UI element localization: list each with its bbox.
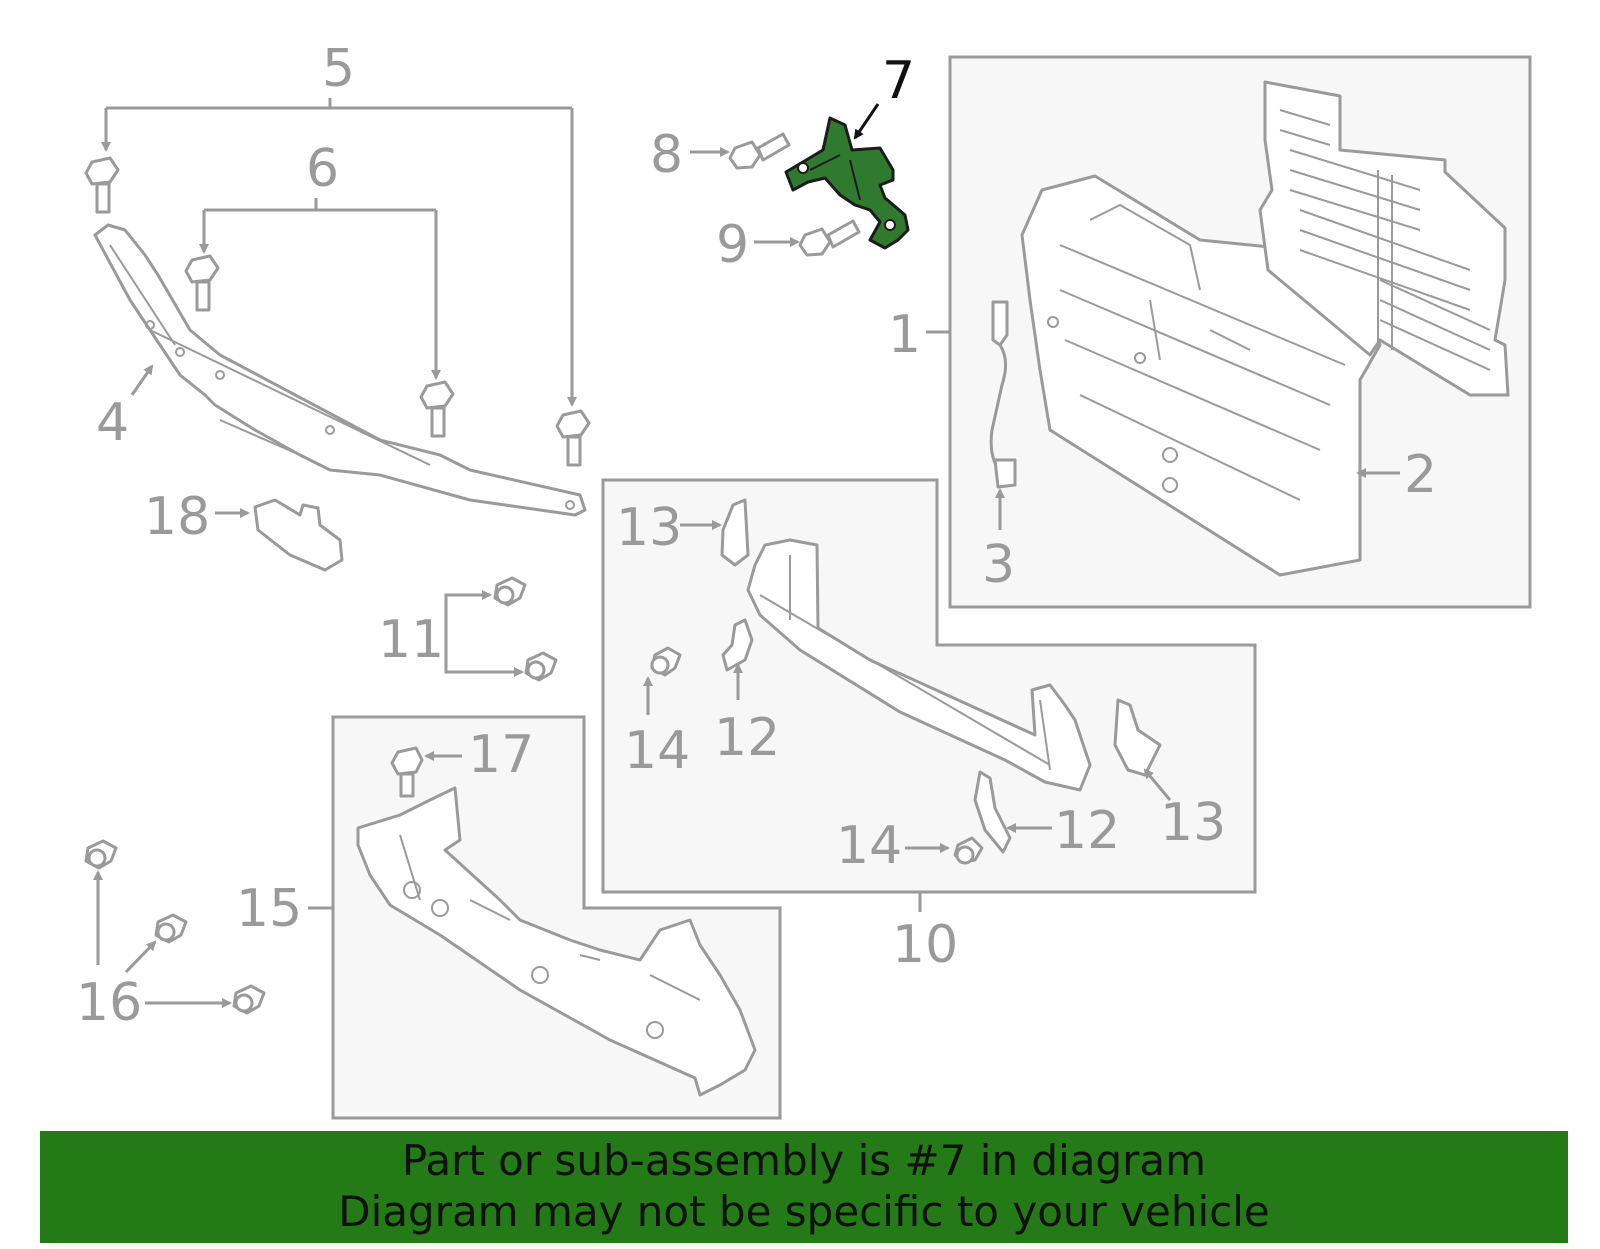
info-banner: Part or sub-assembly is #7 in diagram Di… [40,1131,1568,1243]
callout-8: 8 [650,125,683,185]
callout-16: 16 [76,973,142,1033]
callout-9: 9 [716,215,749,275]
callout-12-right: 12 [1054,801,1120,861]
callout-15: 15 [236,879,302,939]
part-16-clip-top[interactable] [84,839,118,870]
part-12-bracket-right[interactable] [973,770,1012,854]
part-10-impact-absorber[interactable] [746,538,1092,792]
part-6-bolt-left[interactable] [184,254,220,312]
part-3-wire-harness[interactable] [989,300,1017,489]
callout-14-left: 14 [624,721,690,781]
callout-12-left: 12 [714,708,780,768]
part-4-reinforcement[interactable] [93,223,587,517]
part-15-lower-absorber[interactable] [356,786,757,1097]
part-8-bolt[interactable] [728,132,791,170]
part-14-clip-left[interactable] [650,646,682,677]
banner-line-2: Diagram may not be specific to your vehi… [338,1187,1270,1236]
callout-2: 2 [1404,445,1437,505]
part-16-clip-middle[interactable] [154,913,188,944]
callout-5: 5 [322,39,355,99]
part-13-bracket-upper[interactable] [720,498,750,567]
callout-17: 17 [468,725,534,785]
callout-11: 11 [378,610,444,670]
part-9-bolt[interactable] [798,219,861,257]
callout-1: 1 [888,305,921,365]
part-14-clip-right[interactable] [953,836,984,865]
callout-3: 3 [982,535,1015,595]
callout-labels: 5 6 7 8 9 1 2 3 4 18 11 13 14 12 13 12 1… [76,39,1437,1033]
part-5-bolt-right[interactable] [555,409,591,467]
callout-4: 4 [96,393,129,453]
part-18-sensor[interactable] [253,498,344,572]
part-13-bracket-right[interactable] [1113,698,1162,777]
callout-7: 7 [882,51,915,111]
part-16-clip-bottom[interactable] [232,984,266,1015]
callout-14-right: 14 [836,816,902,876]
part-1-grille-shutter[interactable] [1258,80,1510,397]
part-11-clip-lower[interactable] [524,651,558,682]
part-17-bolt[interactable] [390,746,424,798]
callout-10: 10 [892,915,958,975]
callout-13-upper: 13 [616,498,682,558]
part-6-bolt-right[interactable] [419,380,455,438]
part-11-clip-upper[interactable] [493,576,527,607]
part-7-bracket-highlighted[interactable] [784,116,910,250]
banner-line-1: Part or sub-assembly is #7 in diagram [401,1136,1207,1185]
callout-6: 6 [306,139,339,199]
callout-13-right: 13 [1160,793,1226,853]
leader-lines [93,98,1400,1008]
part-5-bolt-left[interactable] [84,156,120,214]
callout-18: 18 [144,487,210,547]
